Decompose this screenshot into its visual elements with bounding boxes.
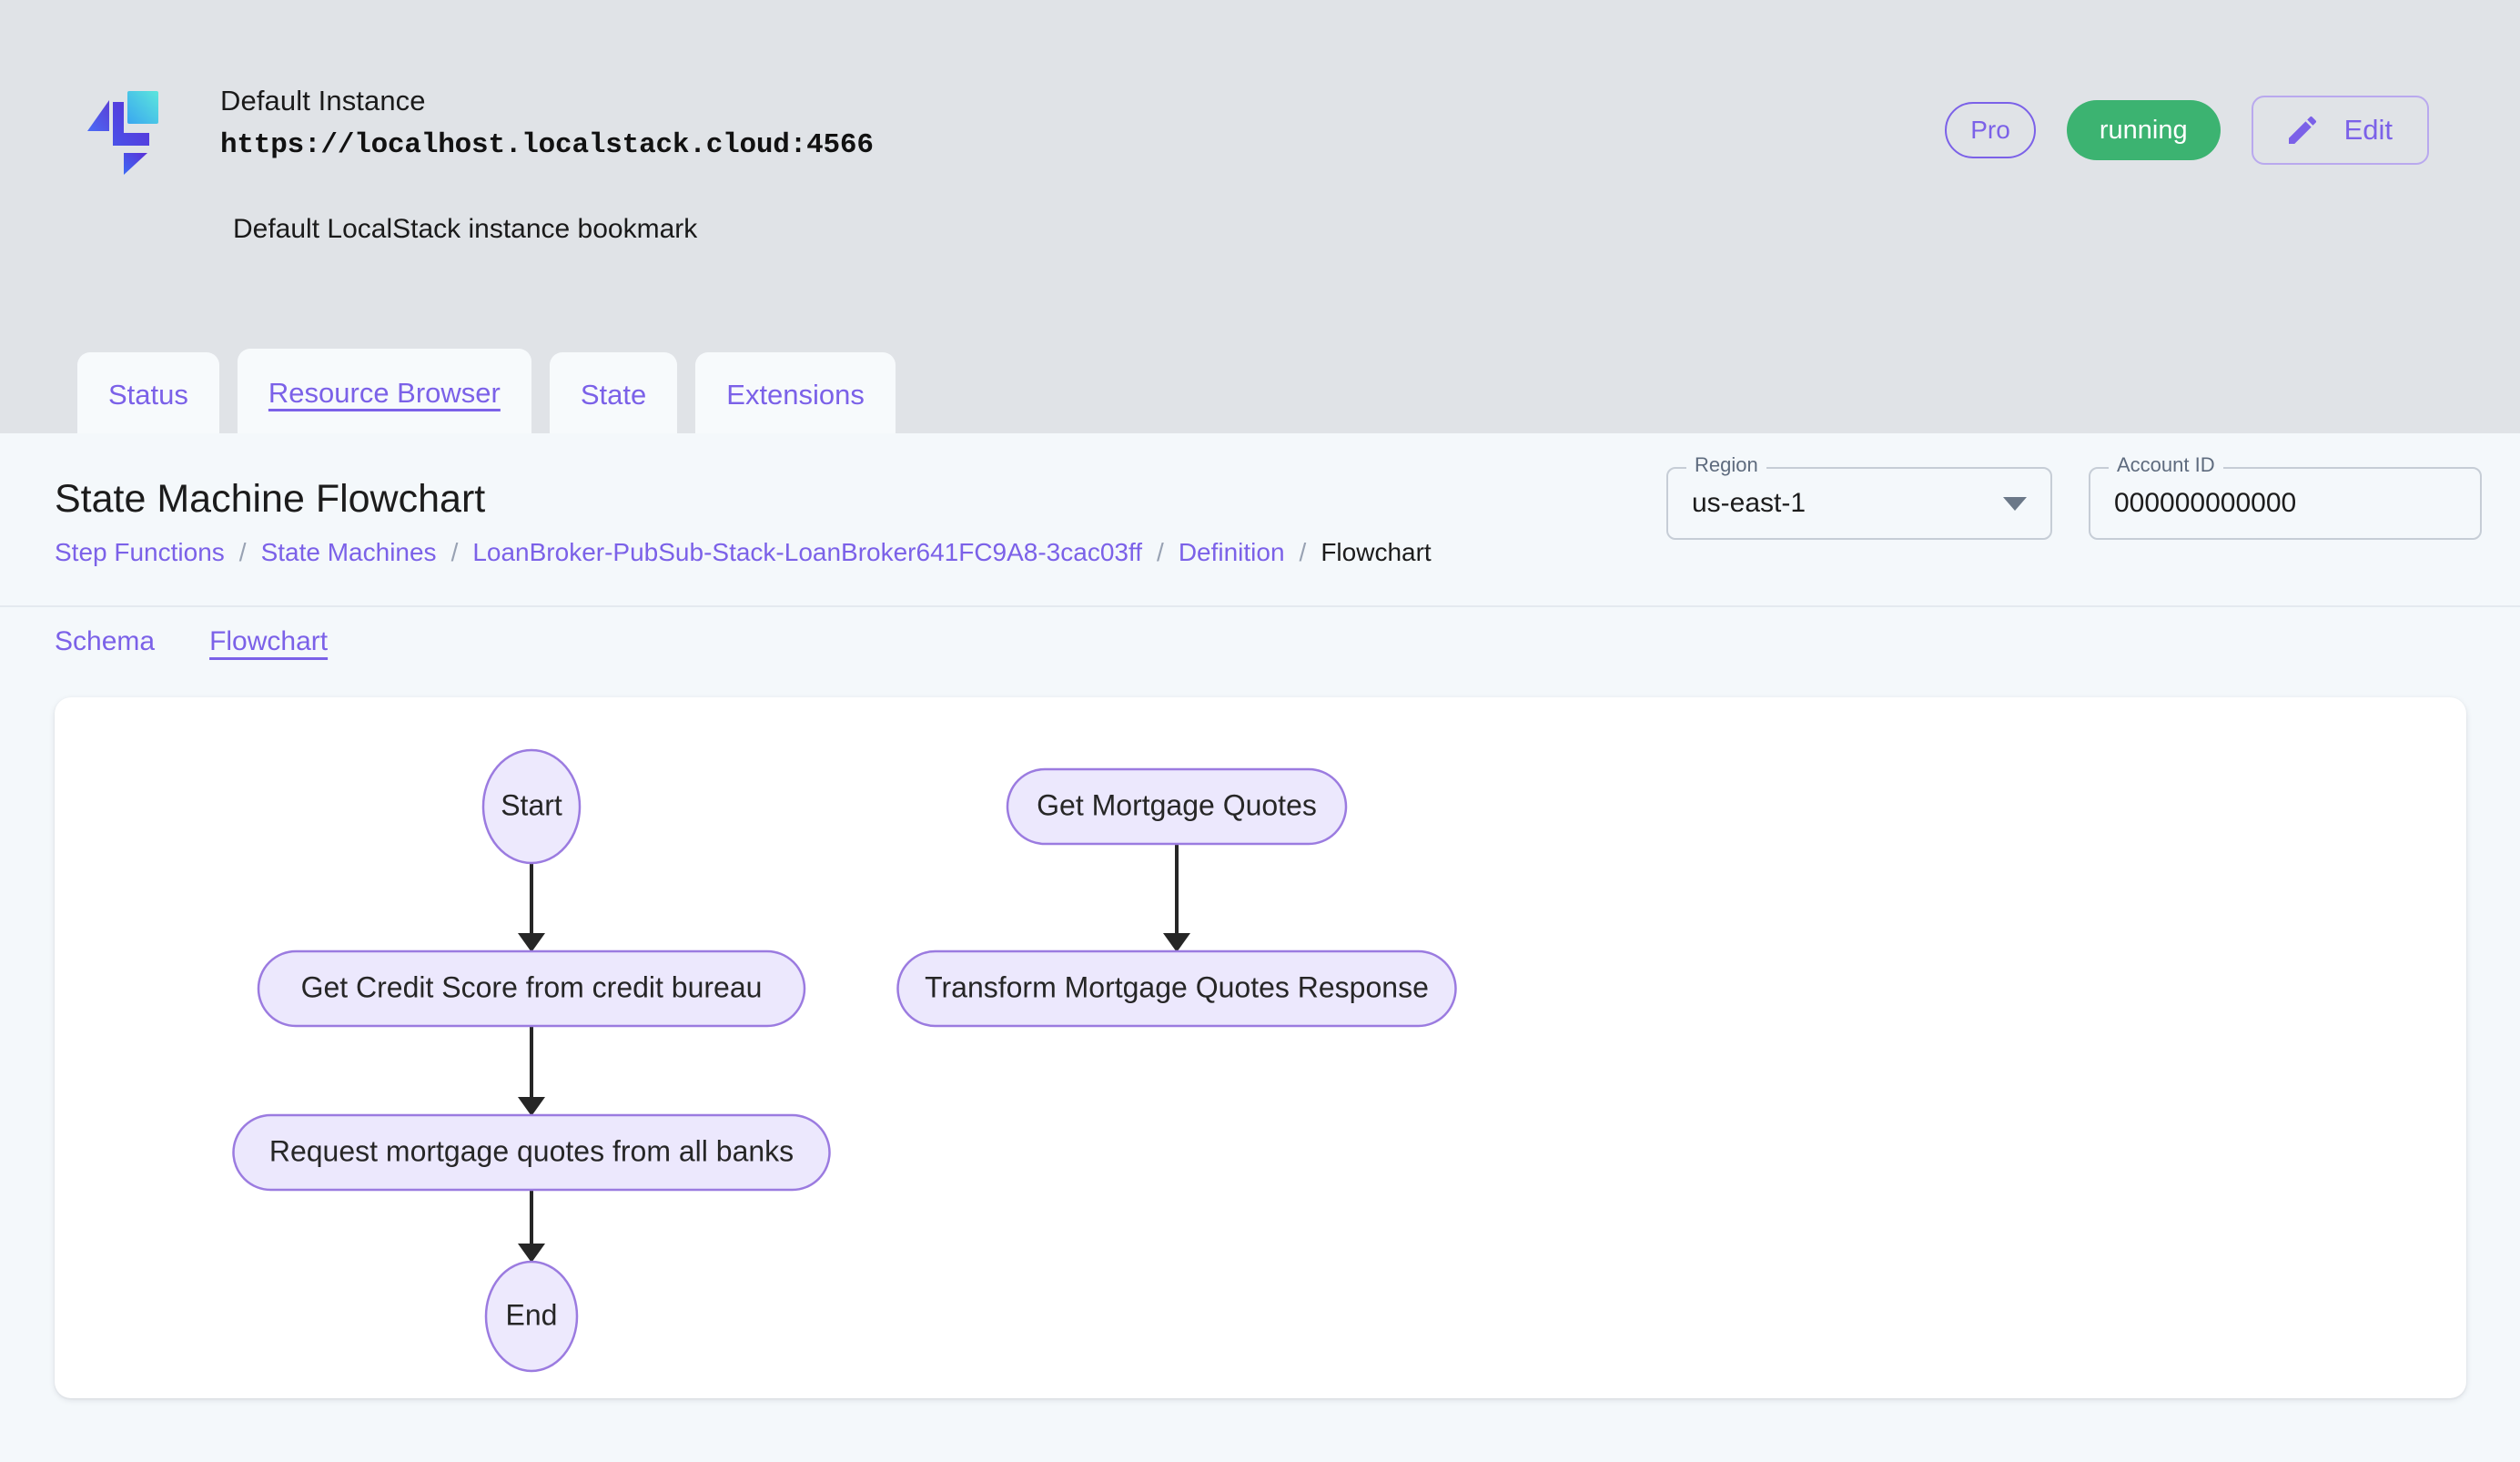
tab-status-label: Status <box>108 378 188 411</box>
flowchart-node-shape <box>257 949 806 1028</box>
breadcrumb-separator: / <box>238 538 247 566</box>
main-tabs: Status Resource Browser State Extensions <box>77 349 896 437</box>
account-id-value: 000000000000 <box>2114 488 2297 518</box>
flowchart-edge-arrowhead <box>1163 933 1190 952</box>
flowchart-node-start[interactable]: Start <box>481 748 582 865</box>
flowchart-node-shape <box>484 1260 579 1373</box>
localstack-logo-icon <box>80 80 164 178</box>
breadcrumb-separator: / <box>1299 538 1307 566</box>
flowchart-node-end[interactable]: End <box>484 1260 579 1373</box>
instance-text: Default Instance https://localhost.local… <box>220 80 874 165</box>
tab-state[interactable]: State <box>549 352 678 437</box>
flowchart-node-label: Start <box>501 788 562 821</box>
region-value: us-east-1 <box>1692 488 1807 518</box>
breadcrumb-item-state-machines[interactable]: State Machines <box>260 538 437 566</box>
page-title: State Machine Flowchart <box>55 477 486 521</box>
scope-selectors: Region us-east-1 Account ID 000000000000 <box>1666 453 2482 540</box>
edit-button[interactable]: Edit <box>2251 96 2429 165</box>
subtab-flowchart[interactable]: Flowchart <box>209 626 329 656</box>
flowchart-node-shape <box>1006 767 1348 846</box>
flowchart-node-shape <box>896 949 1457 1028</box>
pro-badge[interactable]: Pro <box>1945 102 2036 158</box>
brand-row: Default Instance https://localhost.local… <box>80 80 874 178</box>
header-actions: Pro running Edit <box>1945 96 2429 165</box>
edit-button-label: Edit <box>2343 114 2393 146</box>
flowchart-node-label: End <box>506 1298 558 1331</box>
view-subtabs: Schema Flowchart <box>55 626 328 657</box>
flowchart-edge-arrowhead <box>518 933 545 952</box>
subtab-schema[interactable]: Schema <box>55 626 156 656</box>
instance-header: Default Instance https://localhost.local… <box>0 0 2520 437</box>
instance-url: https://localhost.localstack.cloud:4566 <box>220 128 874 161</box>
section-divider <box>0 605 2520 607</box>
account-id-field[interactable]: Account ID 000000000000 <box>2089 453 2482 540</box>
breadcrumb: Step Functions / State Machines / LoanBr… <box>55 538 1432 567</box>
flowchart-node-getquotes[interactable]: Get Mortgage Quotes <box>1006 767 1348 846</box>
flowchart-node-label: Transform Mortgage Quotes Response <box>925 970 1429 1003</box>
breadcrumb-item-flowchart: Flowchart <box>1321 538 1432 566</box>
region-label: Region <box>1686 453 1766 477</box>
flowchart-edges <box>518 844 1190 1263</box>
tab-state-label: State <box>580 378 647 411</box>
flowchart-node-shape <box>481 748 582 865</box>
pencil-icon <box>2284 112 2321 148</box>
flowchart-node-request[interactable]: Request mortgage quotes from all banks <box>232 1113 831 1192</box>
flowchart-node-credit[interactable]: Get Credit Score from credit bureau <box>257 949 806 1028</box>
breadcrumb-separator: / <box>450 538 459 566</box>
breadcrumb-item-state-machine-name[interactable]: LoanBroker-PubSub-Stack-LoanBroker641FC9… <box>472 538 1143 566</box>
page-header: State Machine Flowchart Step Functions /… <box>0 433 2520 606</box>
breadcrumb-item-step-functions[interactable]: Step Functions <box>55 538 225 566</box>
region-select[interactable]: Region us-east-1 <box>1666 453 2052 540</box>
tab-extensions-label: Extensions <box>726 378 865 411</box>
flowchart-node-label: Request mortgage quotes from all banks <box>269 1134 794 1167</box>
chevron-down-icon <box>2003 496 2027 511</box>
resource-browser-page: State Machine Flowchart Step Functions /… <box>0 433 2520 1462</box>
account-id-label: Account ID <box>2109 453 2223 477</box>
flowchart-node-shape <box>232 1113 831 1192</box>
flowchart-node-label: Get Mortgage Quotes <box>1037 788 1317 821</box>
tab-extensions[interactable]: Extensions <box>695 352 896 437</box>
breadcrumb-item-definition[interactable]: Definition <box>1178 538 1285 566</box>
status-badge: running <box>2066 100 2221 160</box>
breadcrumb-separator: / <box>1157 538 1164 566</box>
instance-description: Default LocalStack instance bookmark <box>233 214 698 244</box>
flowchart-edge-arrowhead <box>518 1244 545 1263</box>
flowchart-node-transform[interactable]: Transform Mortgage Quotes Response <box>896 949 1457 1028</box>
instance-name: Default Instance <box>220 85 426 117</box>
flowchart-edge-arrowhead <box>518 1097 545 1116</box>
tab-resource-browser[interactable]: Resource Browser <box>237 349 531 437</box>
tab-resource-browser-label: Resource Browser <box>268 376 501 409</box>
flowchart-node-label: Get Credit Score from credit bureau <box>301 970 763 1003</box>
tab-status[interactable]: Status <box>77 352 219 437</box>
